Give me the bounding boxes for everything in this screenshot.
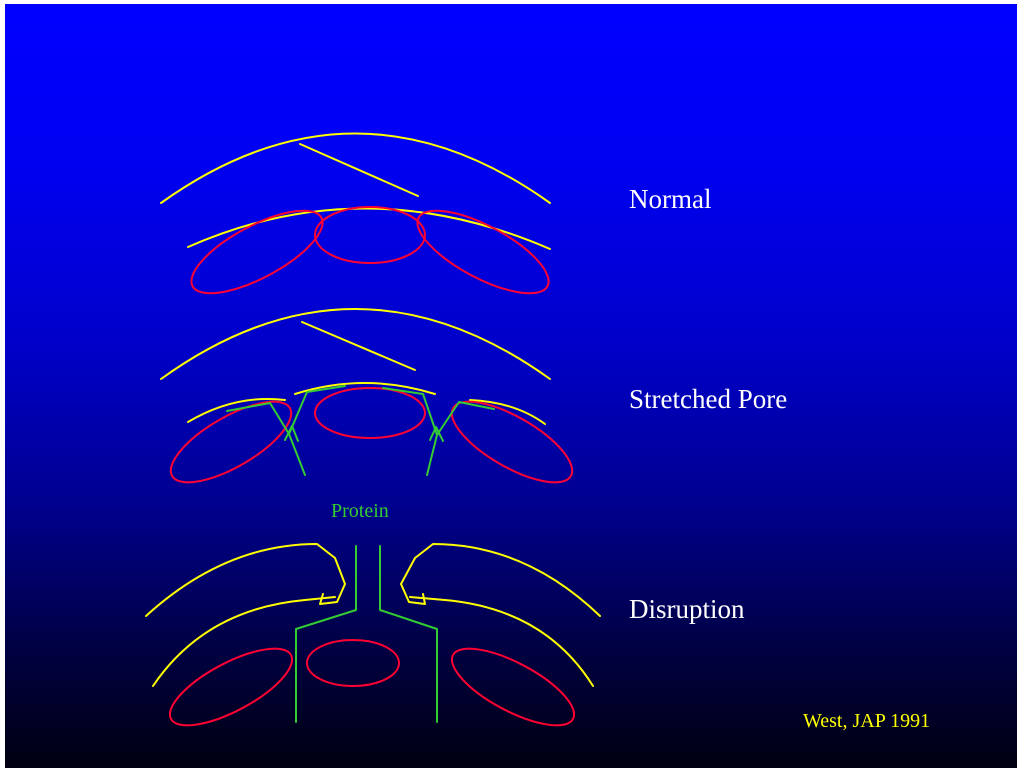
normal-diagram: [161, 134, 560, 310]
disruption-protein-right: [380, 546, 437, 722]
stretched-link-line: [302, 322, 415, 370]
diagram-canvas: [5, 4, 1017, 768]
disruption-diagram: [146, 544, 600, 740]
disruption-outer-left: [146, 544, 345, 616]
label-disruption: Disruption: [629, 594, 745, 625]
label-normal: Normal: [629, 184, 711, 215]
disruption-outer-right: [401, 544, 600, 616]
stretched-diagram: [160, 309, 584, 498]
disruption-inner-left: [153, 597, 335, 686]
normal-cell-left: [180, 195, 333, 309]
label-stretched-pore: Stretched Pore: [629, 384, 787, 415]
stretched-protein-path-left: [227, 403, 305, 475]
disruption-cell-left: [160, 634, 303, 740]
normal-cell-center: [315, 207, 425, 263]
normal-cell-right: [406, 195, 559, 309]
citation: West, JAP 1991: [803, 710, 930, 733]
normal-link-line: [300, 144, 418, 196]
label-protein: Protein: [331, 500, 389, 523]
disruption-protein-left: [296, 546, 356, 722]
stretched-cell-center: [315, 388, 425, 438]
disruption-cell-center: [307, 640, 399, 686]
slide-background: Normal Stretched Pore Disruption Protein…: [5, 4, 1017, 768]
stretched-protein-path-right: [427, 402, 494, 475]
